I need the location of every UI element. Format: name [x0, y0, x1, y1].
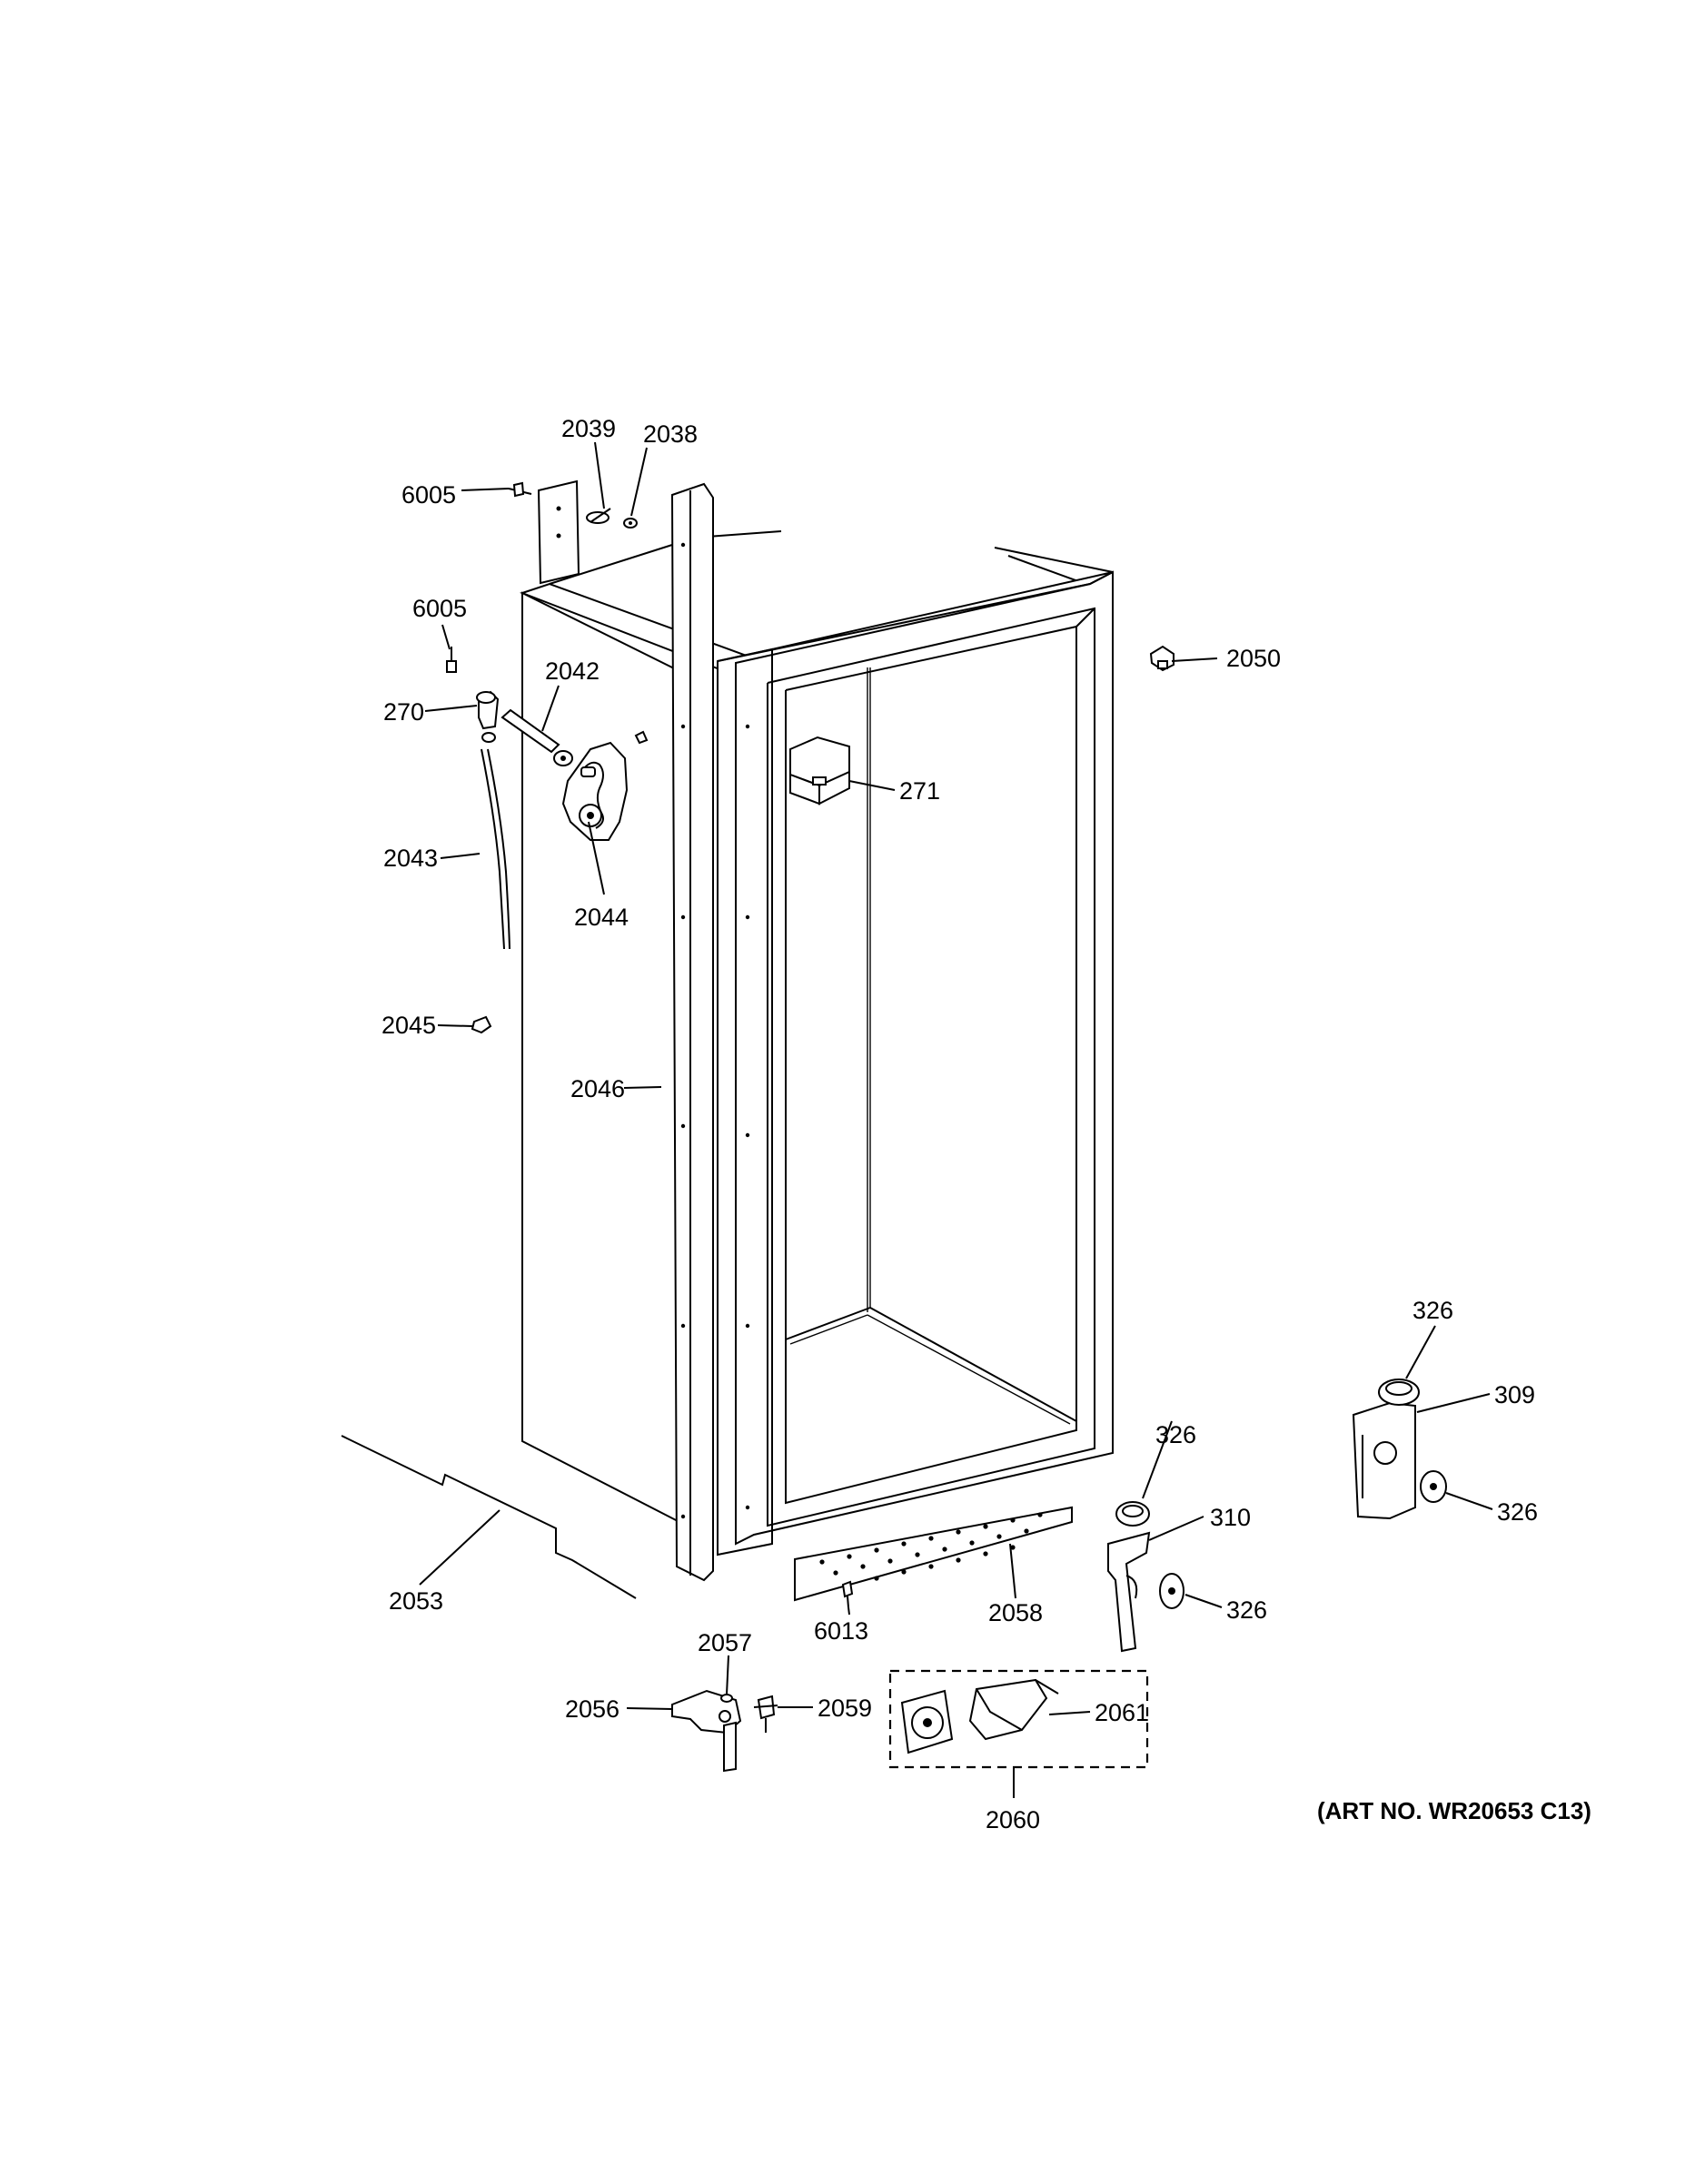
label-2059: 2059	[818, 1695, 872, 1722]
switch-271	[789, 736, 850, 805]
label-2058: 2058	[988, 1599, 1043, 1626]
label-2057: 2057	[698, 1629, 752, 1656]
label-6013: 6013	[814, 1617, 868, 1645]
label-2050: 2050	[1226, 645, 1281, 672]
fan-kit-2060	[888, 1669, 1149, 1769]
label-2039: 2039	[561, 415, 616, 442]
screw-6013	[841, 1580, 854, 1608]
screw-6005-top	[508, 481, 532, 498]
grille-2058	[794, 1506, 1073, 1602]
screw-near-strip	[634, 730, 649, 745]
label-6005-side: 6005	[412, 595, 467, 622]
bracket-310	[1107, 1501, 1184, 1653]
valve-assembly-2044	[561, 741, 629, 841]
label-271: 271	[899, 777, 940, 805]
label-2044: 2044	[574, 904, 629, 931]
art-number: (ART NO. WR20653 C13)	[1317, 1797, 1591, 1824]
label-2060: 2060	[986, 1806, 1040, 1833]
label-2042: 2042	[545, 657, 600, 685]
bolt-2059	[753, 1695, 778, 1733]
base-trim-2053	[341, 1435, 637, 1599]
label-2053: 2053	[389, 1587, 443, 1615]
cap-2045	[471, 1015, 492, 1034]
washer-2038	[623, 518, 638, 529]
label-2043: 2043	[383, 845, 438, 872]
label-2061: 2061	[1095, 1699, 1149, 1726]
tube-2043	[481, 748, 510, 950]
label-2038: 2038	[643, 420, 698, 448]
pin-2039	[586, 508, 611, 524]
label-326-top-right: 326	[1412, 1297, 1453, 1324]
hinge-2056	[671, 1689, 742, 1773]
elbow-270	[476, 690, 500, 730]
cabinet-case	[520, 530, 1114, 1556]
clip-2050	[1149, 645, 1175, 672]
screw-6005-side	[446, 647, 457, 673]
label-6005-top: 6005	[401, 481, 456, 509]
trim-strip-2046	[670, 482, 714, 1582]
label-2046: 2046	[570, 1075, 625, 1102]
label-326-mid: 326	[1155, 1421, 1196, 1448]
label-326-right: 326	[1497, 1498, 1538, 1526]
label-326-lower: 326	[1226, 1596, 1267, 1624]
pin-2057	[720, 1694, 733, 1703]
label-2056: 2056	[565, 1695, 619, 1723]
label-270: 270	[383, 698, 424, 726]
tube-2042	[501, 708, 573, 766]
label-2045: 2045	[382, 1012, 436, 1039]
label-309: 309	[1494, 1381, 1535, 1408]
label-310: 310	[1210, 1504, 1251, 1531]
bracket-309	[1352, 1379, 1447, 1520]
top-bracket	[537, 479, 580, 585]
part-labels: 2039 2038 6005 6005 2042 270 2050 271 20…	[382, 415, 1591, 1833]
leader-lines	[419, 441, 1493, 1798]
nut-2043-top	[481, 732, 496, 743]
